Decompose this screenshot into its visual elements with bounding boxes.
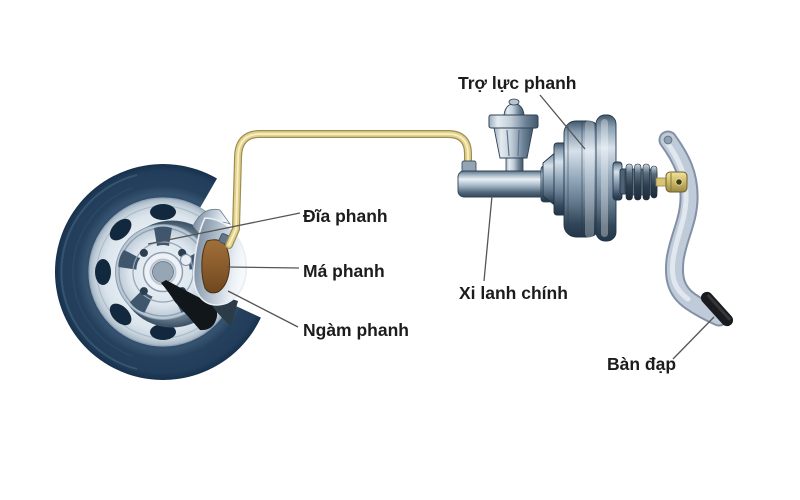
tire-tread-line-outer: [60, 174, 138, 370]
reservoir-cap-tip: [508, 98, 520, 106]
clevis-hole: [675, 178, 683, 186]
booster-highlight: [601, 119, 608, 237]
label-pedal: Bàn đạp: [607, 354, 676, 374]
pedal-pivot-hole: [663, 135, 673, 145]
label-pad: Má phanh: [303, 261, 385, 281]
leader-lines: [147, 94, 715, 360]
master-cylinder-body: [457, 170, 551, 198]
label-caliper: Ngàm phanh: [303, 320, 409, 340]
master-cylinder-assembly: [457, 98, 553, 203]
pedal-pad-highlight: [706, 294, 731, 321]
leader-pedal: [672, 316, 715, 360]
part-labels: Trợ lực phanh Đĩa phanh Má phanh Ngàm ph…: [303, 73, 676, 374]
booster-highlight: [585, 120, 594, 238]
leader-disc: [147, 212, 301, 245]
caliper-pin: [180, 254, 192, 266]
leader-master-cylinder: [483, 195, 493, 282]
reservoir-cup: [493, 127, 534, 159]
label-master-cylinder: Xi lanh chính: [459, 283, 568, 303]
reservoir-rib: [517, 129, 520, 157]
reservoir-rib: [506, 129, 510, 157]
pedal-pad: [700, 291, 734, 327]
brake-line: [225, 130, 472, 249]
reservoir-lid: [488, 114, 539, 129]
caliper-bracket: [161, 280, 218, 331]
pushrod-assembly: [624, 163, 669, 201]
tire: [54, 164, 261, 381]
pedal-arm-highlight: [663, 138, 691, 302]
label-disc: Đĩa phanh: [303, 206, 388, 226]
leader-booster: [539, 94, 586, 150]
bellows-ribs: [625, 163, 658, 201]
brake-booster: [542, 114, 628, 242]
leader-pad: [226, 266, 300, 269]
tire-tread-line-inner: [72, 187, 133, 357]
hub-center: [152, 261, 174, 283]
leader-caliper: [227, 290, 299, 328]
label-booster: Trợ lực phanh: [458, 73, 576, 93]
pedal-assembly: [658, 130, 734, 327]
